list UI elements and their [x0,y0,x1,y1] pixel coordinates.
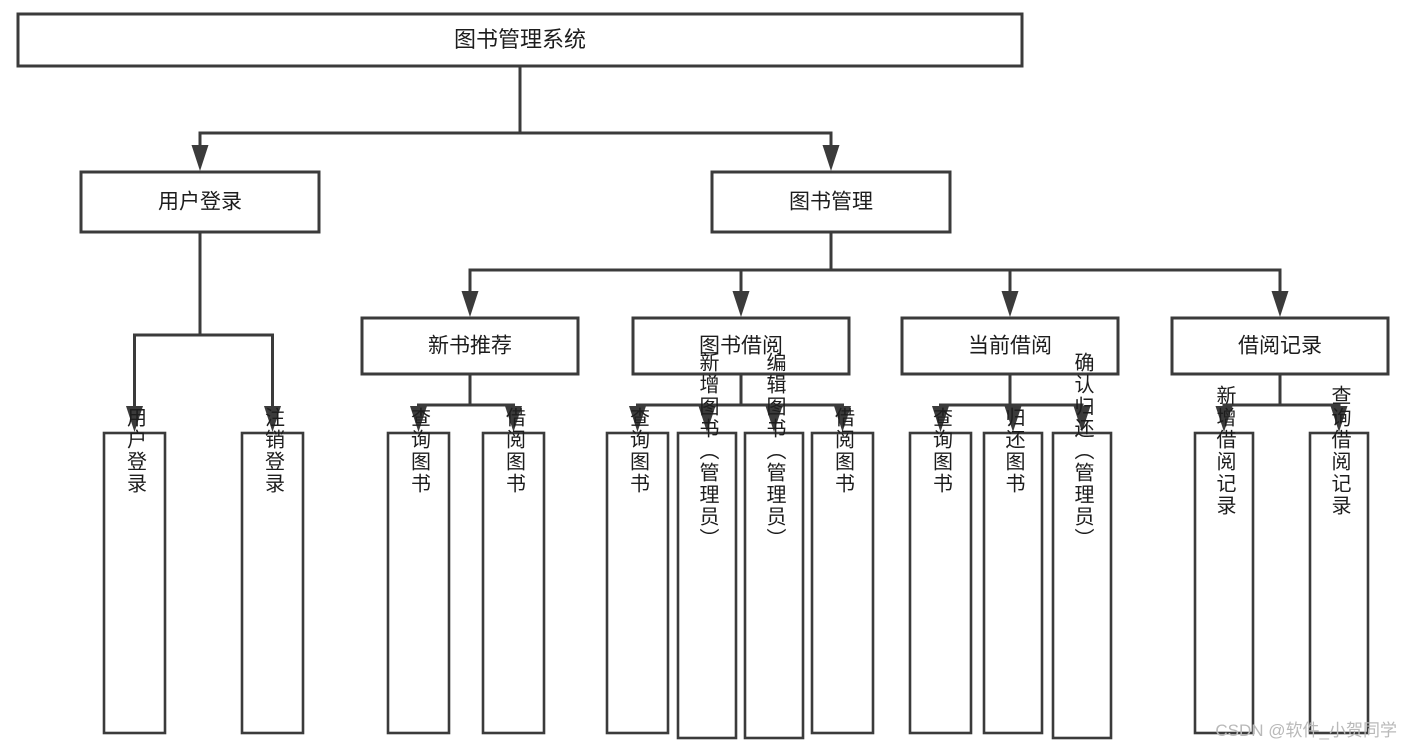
node-label: 借阅图书 [832,407,855,495]
arrow-head-icon [191,145,209,171]
node-label: 新增图书（管理员） [696,352,719,550]
node-label: 归还图书 [1002,407,1025,495]
node-leaf-user-logout[interactable]: 注销登录 [240,407,305,735]
node-newbook[interactable]: 新书推荐 [360,316,580,376]
node-leaf-borrow-do[interactable]: 借阅图书 [810,407,875,735]
arrow-head-icon [461,291,479,317]
node-box [1170,316,1390,376]
arrow-head-icon [629,406,646,432]
arrow-head-icon [765,406,783,432]
node-label: 图书管理 [789,191,873,214]
node-box [1193,431,1255,735]
node-label: 查询图书 [627,407,650,495]
node-label: 用户登录 [158,191,242,214]
arrow-head-icon [822,145,840,171]
arrow-head-icon [1004,406,1022,432]
node-leaf-record-query[interactable]: 查询借阅记录 [1308,385,1370,735]
nodes-layer: 图书管理系统用户登录图书管理新书推荐图书借阅当前借阅借阅记录用户登录注销登录查询… [16,12,1390,740]
arrow-head-icon [932,406,949,432]
node-box [810,431,875,735]
node-box [360,316,580,376]
node-label: 确认归还（管理员） [1071,352,1094,550]
arrow-head-icon [1271,291,1289,317]
arrow-head-icon [1073,406,1091,432]
node-label: 当前借阅 [968,335,1052,358]
arrow-head-icon [1001,291,1019,317]
node-box [710,170,952,234]
node-box [1051,431,1113,740]
node-login[interactable]: 用户登录 [79,170,321,234]
node-current[interactable]: 当前借阅 [900,316,1120,376]
node-leaf-record-add[interactable]: 新增借阅记录 [1193,385,1255,735]
arrow-head-icon [410,406,427,432]
node-leaf-new-query[interactable]: 查询图书 [386,407,451,735]
node-label: 注销登录 [262,407,285,495]
node-box [102,431,167,735]
node-leaf-borrow-add[interactable]: 新增图书（管理员） [676,352,738,740]
node-leaf-borrow-query[interactable]: 查询图书 [605,407,670,735]
node-box [481,431,546,735]
node-bookmgmt[interactable]: 图书管理 [710,170,952,234]
node-leaf-current-query[interactable]: 查询图书 [908,407,973,735]
arrow-head-icon [698,406,716,432]
node-box [79,170,321,234]
node-label: 查询图书 [408,407,431,495]
node-root[interactable]: 图书管理系统 [16,12,1024,68]
arrow-head-icon [732,291,750,317]
node-box [240,431,305,735]
node-records[interactable]: 借阅记录 [1170,316,1390,376]
node-box [1308,431,1370,735]
node-box [386,431,451,735]
node-box [676,431,738,740]
node-box [743,431,805,740]
arrow-head-icon [1330,406,1348,432]
node-label: 查询图书 [930,407,953,495]
node-leaf-borrow-edit[interactable]: 编辑图书（管理员） [743,352,805,740]
arrow-head-icon [264,406,281,432]
node-box [982,431,1044,735]
node-label: 图书借阅 [699,335,783,358]
node-label: 图书管理系统 [454,27,586,52]
node-leaf-current-return[interactable]: 归还图书 [982,407,1044,735]
node-label: 编辑图书（管理员） [763,352,786,550]
node-label: 新增借阅记录 [1213,385,1236,517]
node-box [900,316,1120,376]
node-borrow[interactable]: 图书借阅 [631,316,851,376]
node-label: 借阅记录 [1238,335,1322,358]
arrow-head-icon [1215,406,1233,432]
arrow-head-icon [126,406,143,432]
node-box [631,316,851,376]
node-box [605,431,670,735]
node-label: 新书推荐 [428,335,512,358]
edges-layer [126,64,1348,432]
arrow-head-icon [505,406,522,432]
node-label: 借阅图书 [503,407,526,495]
node-label: 查询借阅记录 [1328,385,1351,517]
node-box [16,12,1024,68]
node-leaf-new-borrow[interactable]: 借阅图书 [481,407,546,735]
arrow-head-icon [834,406,851,432]
node-box [908,431,973,735]
node-label: 用户登录 [124,407,147,495]
node-leaf-current-confirm[interactable]: 确认归还（管理员） [1051,352,1113,740]
node-leaf-user-login[interactable]: 用户登录 [102,407,167,735]
